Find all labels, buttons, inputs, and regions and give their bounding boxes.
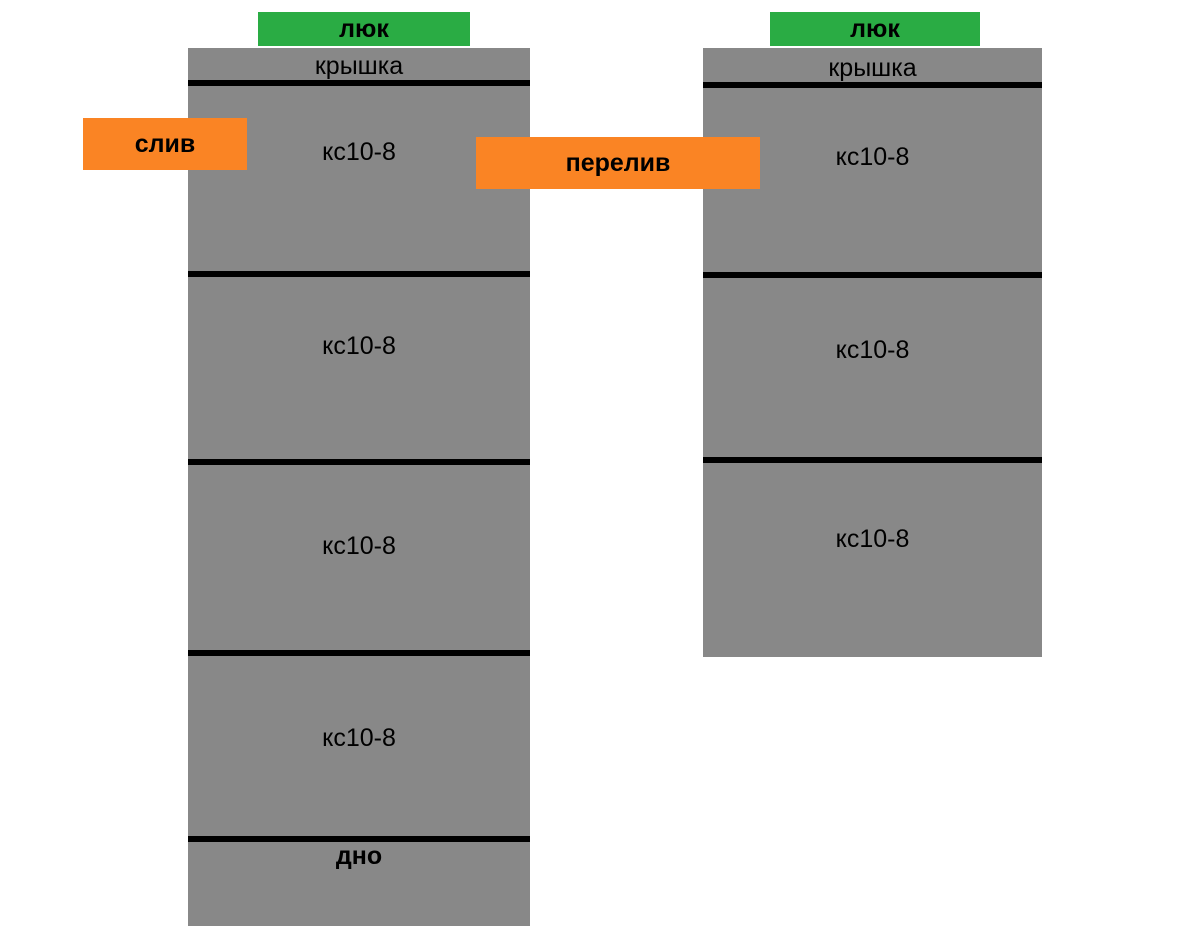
right-tank-seam-2: [703, 457, 1042, 463]
drain-pipe-plate[interactable]: слив: [83, 118, 247, 170]
right-tank-ring-1-label: кс10-8: [835, 143, 910, 171]
right-tank-ring-3-label: кс10-8: [835, 525, 910, 553]
right-tank-seam-1: [703, 272, 1042, 278]
left-tank-cover-label: крышка: [314, 52, 404, 80]
left-tank-seam-1: [188, 271, 530, 277]
overflow-pipe-label: перелив: [565, 148, 671, 177]
right-tank-cover-label: крышка: [828, 54, 917, 82]
right-tank-ring-2-label: кс10-8: [835, 336, 910, 364]
left-tank-seam-3: [188, 650, 530, 656]
septic-tank-diagram: люк крышка кс10-8 кс10-8 кс10-8 кс10-8 д…: [83, 12, 1042, 926]
left-tank-ring-1-label: кс10-8: [322, 138, 396, 166]
left-tank-ring-3-label: кс10-8: [322, 532, 396, 560]
left-tank-hatch-label: люк: [339, 14, 389, 43]
left-tank-ring-2-label: кс10-8: [322, 332, 396, 360]
left-tank-seam-bottom: [188, 836, 530, 842]
left-tank-body: [188, 48, 530, 926]
left-tank-seam-2: [188, 459, 530, 465]
overflow-pipe-plate[interactable]: перелив: [476, 137, 760, 189]
right-tank-hatch-label: люк: [850, 14, 900, 43]
right-tank-hatch-plate[interactable]: люк: [770, 12, 980, 46]
left-tank-bottom-label: дно: [335, 842, 383, 870]
left-tank-hatch-plate[interactable]: люк: [258, 12, 470, 46]
left-tank-ring-4-label: кс10-8: [322, 724, 396, 752]
left-tank-seam-cover: [188, 80, 530, 86]
drain-pipe-label: слив: [134, 129, 196, 158]
right-tank-seam-cover: [703, 82, 1042, 88]
